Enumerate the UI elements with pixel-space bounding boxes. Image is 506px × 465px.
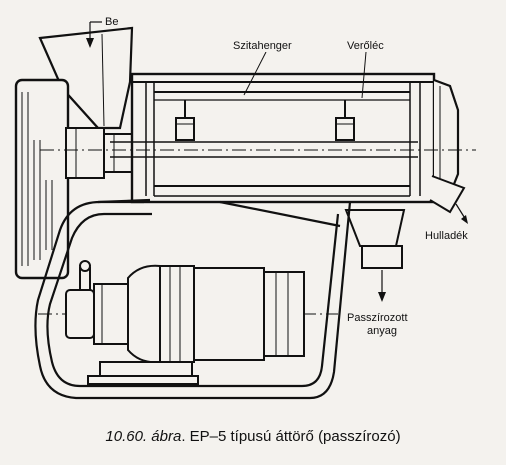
- outlet-arrow: [378, 270, 386, 302]
- shaft-axis: [40, 141, 476, 158]
- drive-pulley: [14, 78, 70, 280]
- passed-material-label-line1: Passzírozott: [346, 312, 409, 324]
- beater-label: Verőléc: [346, 40, 385, 52]
- inlet-arrow: [86, 21, 102, 48]
- waste-chute: [429, 175, 466, 214]
- outlet-funnel: [344, 209, 406, 269]
- screen-drum-label: Szitahenger: [232, 40, 293, 52]
- leader-lines: [243, 51, 367, 99]
- shaft-housing: [65, 127, 141, 179]
- tubular-frame: [34, 198, 352, 400]
- beater-arm-right: [335, 100, 355, 141]
- waste-arrow: [455, 203, 468, 224]
- waste-label: Hulladék: [424, 230, 469, 242]
- caption-number: 10.60.: [105, 428, 148, 445]
- electric-motor: [87, 264, 305, 385]
- beater-arm-left: [175, 100, 195, 141]
- machine-diagram: [14, 21, 476, 400]
- coupling: [65, 260, 129, 345]
- caption-text: . EP–5 típusú áttörő (passzírozó): [181, 428, 401, 445]
- passed-material-label-line2: anyag: [366, 325, 398, 337]
- caption-word: ábra: [151, 428, 182, 445]
- inlet-label: Be: [104, 16, 120, 28]
- figure-caption: 10.60. ábra. EP–5 típusú áttörő (passzír…: [0, 428, 506, 445]
